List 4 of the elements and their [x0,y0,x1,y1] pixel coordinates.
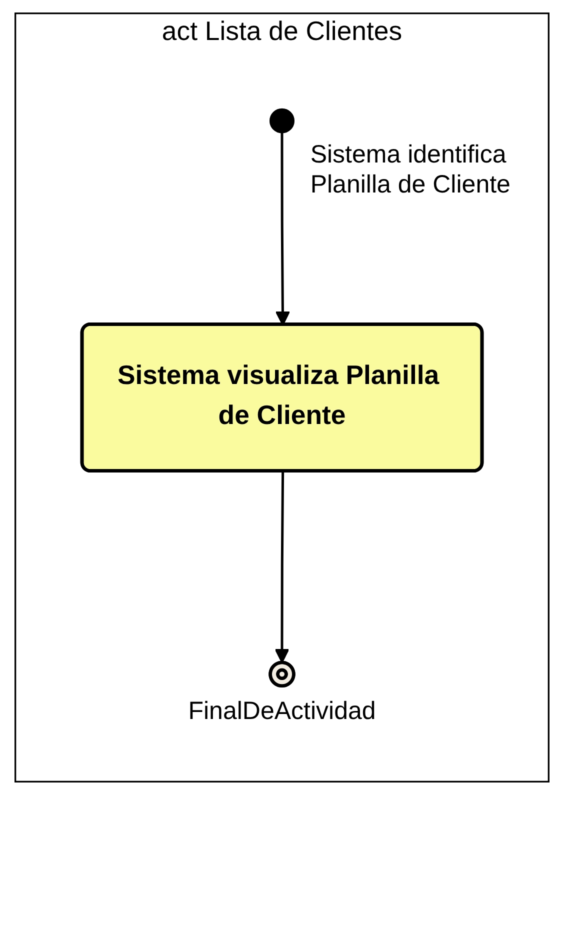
arrow [274,472,290,664]
node-caption: FinalDeActividad [188,697,376,726]
node-caption: Sistema identifica Planilla de Cliente [310,140,510,198]
node-circle [270,108,294,134]
